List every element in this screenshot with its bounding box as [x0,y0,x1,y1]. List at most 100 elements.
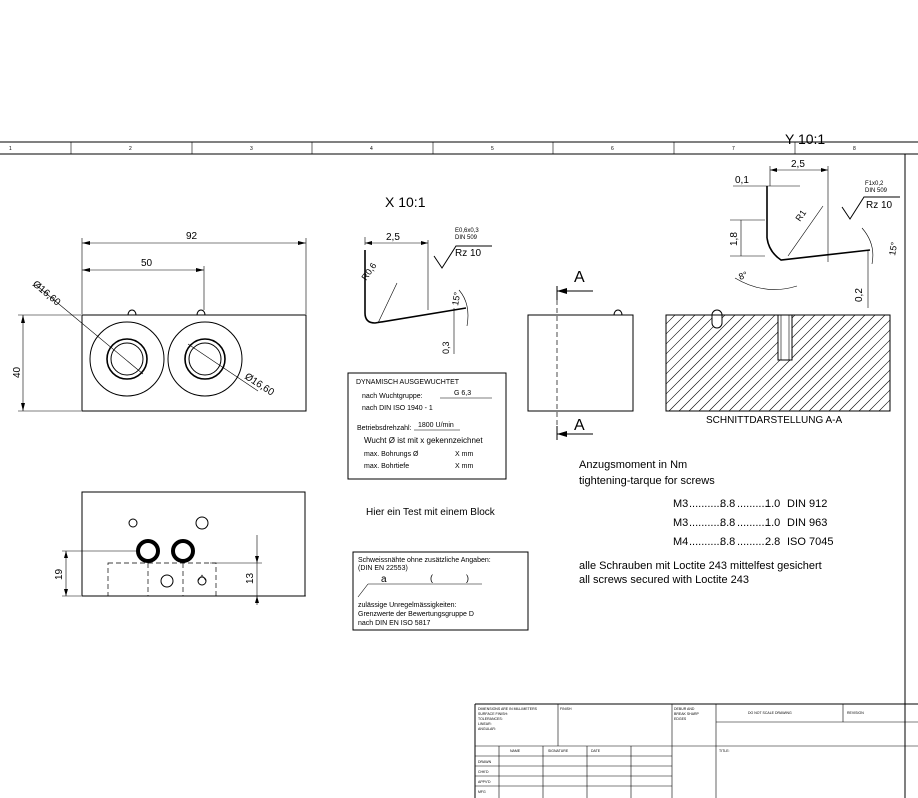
balance-line6-value: X mm [455,463,473,470]
tb-deburr: DEBUR AND [674,707,695,711]
section-title: SCHNITTDARSTELLUNG A-A [706,415,842,426]
detail-y-view: Y 10:1 2,5 0,1 R1 1,8 8° F1x0,2 DIN 509 … [729,131,900,308]
torque-row-norm: ISO 7045 [787,536,833,548]
detail-y-din: DIN 509 [865,188,888,194]
balance-line1-label: nach Wuchtgruppe: [362,393,423,400]
detail-x-roughness: Rz 10 [455,248,482,259]
weld-norm: (DIN EN 22553) [358,565,408,572]
dim-diameter-left: Ø16,60 [30,279,63,309]
detail-x-din: DIN 509 [455,235,478,241]
detail-x-view: X 10:1 2,5 R0,6 E0,6x0,3 DIN 509 Rz 10 1… [359,194,492,354]
hatch-line [858,379,890,411]
detail-x-undercut: E0,6x0,3 [455,228,479,234]
detail-x-radius: R0,6 [359,261,378,282]
torque-title-de: Anzugsmoment in Nm [579,459,687,471]
section-view: SCHNITTDARSTELLUNG A-A [560,309,891,426]
hatch-line [666,315,736,385]
tb-header-name: NAME [510,749,521,753]
hatch-line [666,315,706,355]
title-block: DIMENSIONS ARE IN MILLIMETERS SURFACE FI… [474,703,918,798]
side-view: A A [527,269,634,440]
tb-header-date: DATE [591,749,601,753]
hatch-line [666,315,686,335]
tb-do-not-scale: DO NOT SCALE DRAWING [748,711,792,715]
detail-y-roughness: Rz 10 [866,200,893,211]
weld-symbol-a: a [381,574,387,585]
torque-row-norm: DIN 912 [787,498,827,510]
zone-label: 2 [129,146,132,152]
torque-row-grade: 8.8 [720,517,735,529]
zone-label: 8 [853,146,856,152]
dim-diameter-right: Ø16,60 [242,371,276,398]
zone-label: 5 [491,146,494,152]
hatch-line [668,315,766,411]
dim-40: 40 [12,366,23,378]
detail-y-angle-15: 15° [887,241,899,257]
front-view: 92 50 40 Ø16,60 Ø16,60 [12,231,307,412]
detail-x-angle: 15° [450,291,462,307]
section-marker-bottom: A [574,417,585,434]
hatch-line [666,315,726,375]
torque-row-value: 1.0 [765,498,780,510]
zone-label: 1 [9,146,12,152]
tb-row-drawn: DRAWN [478,760,492,764]
zone-label: 3 [250,146,253,152]
detail-y-title: Y 10:1 [785,131,825,147]
section-marker-top: A [574,269,585,286]
weld-title: Schweissnähte ohne zusätzliche Angaben: [358,557,491,564]
tb-row-appvd: APPV'D [478,780,491,784]
hatch-line [748,315,846,411]
tb-row-chkd: CHK'D [478,770,489,774]
torque-note-de: alle Schrauben mit Loctite 243 mittelfes… [579,560,822,572]
torque-row-grade: 8.8 [720,498,735,510]
torque-row-size: M3 [673,517,688,529]
hatch-line [728,315,826,411]
detail-y-angle-8: 8° [737,269,749,281]
balance-line5-value: X mm [455,451,473,458]
hatch-line [838,359,890,411]
tb-row-mfg: MFG [478,790,486,794]
hatch-line [788,315,886,411]
balance-line5-label: max. Bohrungs Ø [364,451,419,458]
weld-line2: Grenzwerte der Bewertungsgruppe D [358,611,474,618]
torque-note-en: all screws secured with Loctite 243 [579,574,749,586]
tb-deburr: BREAK SHARP [674,712,700,716]
detail-y-undercut: F1x0,2 [865,181,884,187]
weld-bracket-close: ) [466,573,469,583]
weld-line1: zulässige Unregelmässigkeiten: [358,602,456,609]
hatch-line [888,409,890,411]
balance-speed-value: 1800 U/min [418,422,454,429]
tb-revision: REVISION [847,711,864,715]
zone-label: 6 [611,146,614,152]
torque-title-en: tightening-tarque for screws [579,475,715,487]
hatch-line [778,315,876,411]
dim-92: 92 [186,231,198,242]
tb-note: SURFACE FINISH: [478,712,508,716]
balance-line2: nach DIN ISO 1940 - 1 [362,405,433,412]
hatch-line [758,315,856,411]
tb-note: DIMENSIONS ARE IN MILLIMETERS [478,707,538,711]
torque-row-value: 2.8 [765,536,780,548]
tb-note: TOLERANCES: [478,717,503,721]
hatch-line [688,315,786,411]
balance-line6-label: max. Bohrtiefe [364,463,409,470]
tb-note: LINEAR: [478,722,492,726]
zone-label: 4 [370,146,373,152]
balance-speed-label: Betriebsdrehzahl: [357,425,412,432]
detail-x-dim-2-5: 2,5 [386,232,400,243]
weld-box: Schweissnähte ohne zusätzliche Angaben: … [352,551,529,631]
balance-title: DYNAMISCH AUSGEWUCHTET [356,379,460,386]
torque-row-dots: .......... [737,517,768,529]
torque-row-value: 1.0 [765,517,780,529]
hatch-line [560,310,670,420]
drawing-frame: 1 2 3 4 5 6 7 8 [0,141,918,798]
detail-y-radius: R1 [793,208,808,223]
detail-y-dim-0-2: 0,2 [854,288,865,302]
dim-13: 13 [245,572,256,584]
balance-line4: Wucht Ø ist mit x gekennzeichnet [364,436,483,445]
detail-y-dim-1-8: 1,8 [729,232,740,246]
detail-y-dim-0-1: 0,1 [735,175,749,186]
hatch-line [828,349,890,411]
zone-label: 7 [732,146,735,152]
torque-notes: Anzugsmoment in Nm tightening-tarque for… [579,459,833,586]
